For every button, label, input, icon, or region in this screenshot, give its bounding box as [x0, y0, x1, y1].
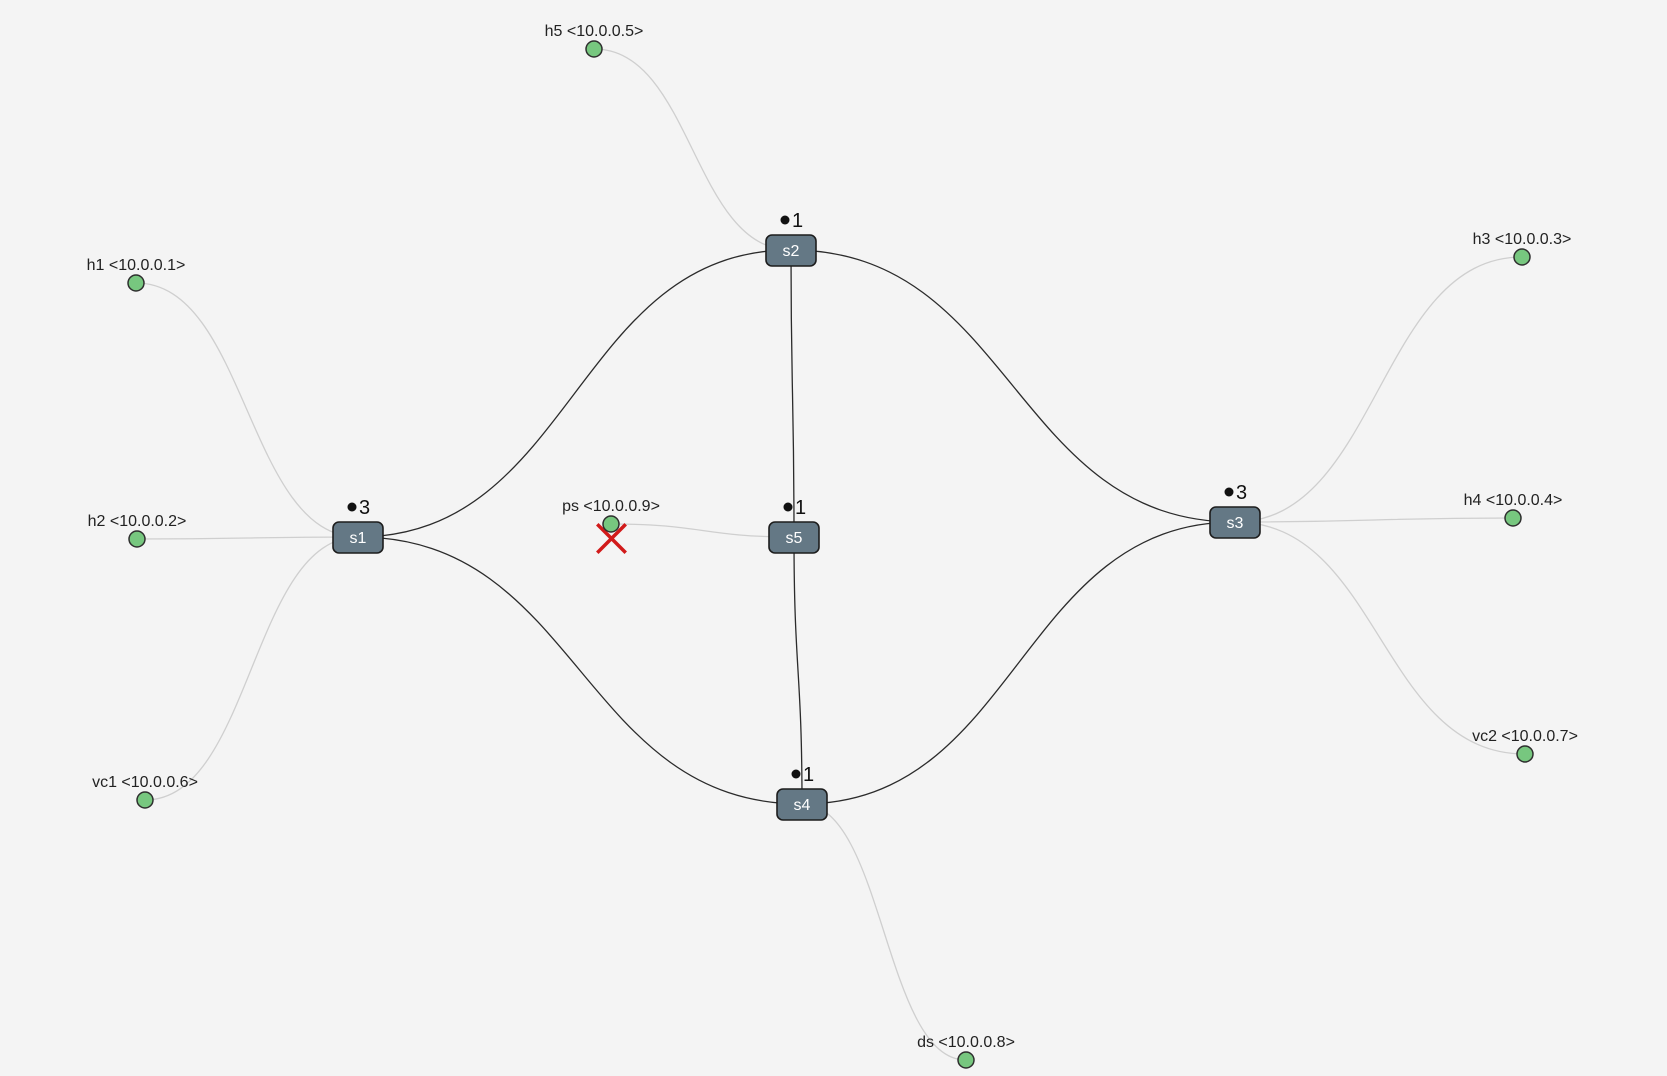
- host-node-icon[interactable]: [128, 530, 146, 548]
- switch-badge-count: 3: [1236, 482, 1247, 504]
- link-h1-s1: [135, 282, 359, 538]
- switch-label: s5: [786, 530, 803, 547]
- host-vc2[interactable]: vc2 <10.0.0.7>: [1472, 728, 1578, 763]
- host-ps[interactable]: ps <10.0.0.9>: [562, 498, 660, 533]
- host-label: ds <10.0.0.8>: [917, 1034, 1015, 1051]
- host-label: h3 <10.0.0.3>: [1473, 231, 1572, 248]
- switch-label: s2: [783, 243, 800, 260]
- link-ps-s5: [610, 523, 795, 538]
- badge-dot-icon: [783, 502, 793, 512]
- link-vc2-s3: [1234, 521, 1526, 755]
- link-failure-x-icon: [596, 523, 627, 554]
- switch-badge-count: 1: [795, 497, 806, 519]
- host-label: h4 <10.0.0.4>: [1464, 492, 1563, 509]
- badge-dot-icon: [780, 215, 790, 225]
- host-node-icon[interactable]: [602, 515, 620, 533]
- host-label: ps <10.0.0.9>: [562, 498, 660, 515]
- switch-badge-count: 1: [792, 210, 803, 232]
- host-label: h2 <10.0.0.2>: [88, 513, 187, 530]
- link-ds-s4: [801, 803, 967, 1061]
- switch-box[interactable]: [776, 788, 828, 821]
- host-h3[interactable]: h3 <10.0.0.3>: [1473, 231, 1572, 266]
- link-h3-s3: [1234, 256, 1523, 523]
- host-label: h5 <10.0.0.5>: [545, 23, 644, 40]
- host-node-icon[interactable]: [1504, 509, 1522, 527]
- switch-badge: 3: [1224, 482, 1247, 504]
- link-s2-s5: [790, 249, 795, 538]
- host-h1[interactable]: h1 <10.0.0.1>: [87, 257, 186, 292]
- switch-s3[interactable]: s3 3: [1209, 482, 1261, 539]
- host-label: h1 <10.0.0.1>: [87, 257, 186, 274]
- host-node-icon[interactable]: [957, 1051, 975, 1069]
- badge-dot-icon: [1224, 487, 1234, 497]
- host-node-icon[interactable]: [1516, 745, 1534, 763]
- host-h2[interactable]: h2 <10.0.0.2>: [88, 513, 187, 548]
- link-s4-s3: [801, 521, 1236, 805]
- link-h2-s1: [136, 536, 359, 540]
- switch-box[interactable]: [1209, 506, 1261, 539]
- switch-box[interactable]: [332, 521, 384, 554]
- host-h5[interactable]: h5 <10.0.0.5>: [545, 23, 644, 58]
- host-vc1[interactable]: vc1 <10.0.0.6>: [92, 774, 198, 809]
- switch-box[interactable]: [765, 234, 817, 267]
- badge-dot-icon: [791, 769, 801, 779]
- link-s1-s4: [357, 536, 803, 805]
- switch-s1[interactable]: s1 3: [332, 497, 384, 554]
- switch-label: s4: [794, 797, 811, 814]
- badge-dot-icon: [347, 502, 357, 512]
- hosts-layer: h1 <10.0.0.1> h2 <10.0.0.2> vc1 <10.0.0.6>…: [87, 23, 1578, 1069]
- host-label: vc1 <10.0.0.6>: [92, 774, 198, 791]
- host-node-icon[interactable]: [127, 274, 145, 292]
- switch-s4[interactable]: s4 1: [776, 764, 828, 821]
- switch-badge: 3: [347, 497, 370, 519]
- link-s5-s4: [793, 536, 803, 805]
- switch-s2[interactable]: s2 1: [765, 210, 817, 267]
- host-h4[interactable]: h4 <10.0.0.4>: [1464, 492, 1563, 527]
- link-vc1-s1: [144, 536, 359, 801]
- host-node-icon[interactable]: [136, 791, 154, 809]
- link-s2-s3: [790, 249, 1236, 523]
- host-node-icon[interactable]: [1513, 248, 1531, 266]
- switches-layer: s1 3 s2 1 s3 3 s4 1 s5 1: [332, 210, 1261, 821]
- link-h4-s3: [1234, 517, 1514, 523]
- switch-box[interactable]: [768, 521, 820, 554]
- switch-label: s1: [350, 530, 367, 547]
- failures-layer: [596, 523, 627, 554]
- host-ds[interactable]: ds <10.0.0.8>: [917, 1034, 1015, 1069]
- switch-label: s3: [1227, 515, 1244, 532]
- switch-badge-count: 3: [359, 497, 370, 519]
- switch-badge: 1: [783, 497, 806, 519]
- host-label: vc2 <10.0.0.7>: [1472, 728, 1578, 745]
- switch-badge: 1: [791, 764, 814, 786]
- switch-badge-count: 1: [803, 764, 814, 786]
- link-s1-s2: [357, 249, 792, 538]
- links-layer: [135, 48, 1526, 1061]
- switch-badge: 1: [780, 210, 803, 232]
- host-node-icon[interactable]: [585, 40, 603, 58]
- switch-s5[interactable]: s5 1: [768, 497, 820, 554]
- link-h5-s2: [593, 48, 792, 251]
